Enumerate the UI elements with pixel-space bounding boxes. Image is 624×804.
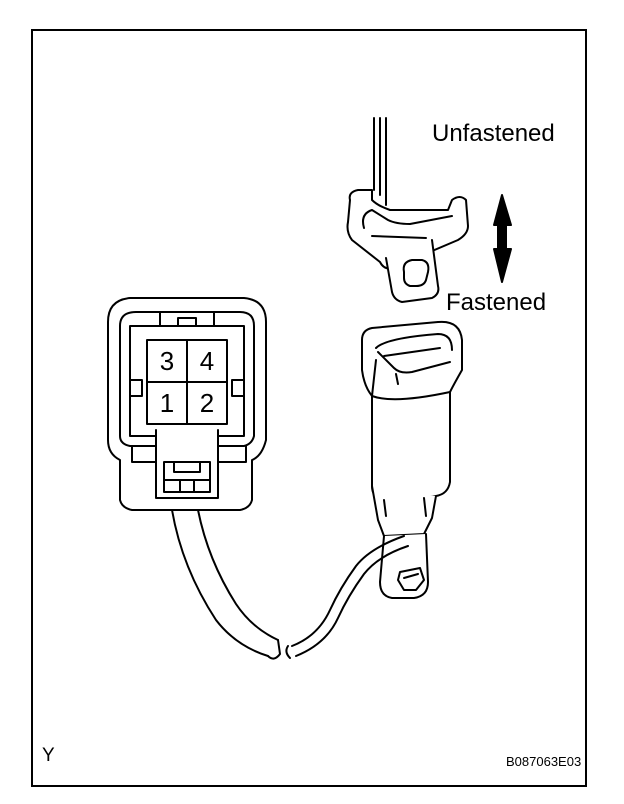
corner-label: Y: [42, 745, 55, 766]
harness-wire: [285, 535, 409, 659]
seatbelt-buckle: [361, 320, 463, 599]
connector-pin-2: 2: [199, 387, 215, 418]
connector-pin-1: 1: [159, 387, 175, 418]
connector-pin-3: 3: [159, 345, 175, 376]
unfastened-label: Unfastened: [432, 120, 555, 147]
fastened-label: Fastened: [446, 289, 547, 316]
connector-housing: [107, 297, 281, 660]
seatbelt-tongue: [346, 117, 469, 303]
connector-pin-4: 4: [199, 345, 215, 376]
direction-arrow: [493, 194, 512, 283]
figure-code: B087063E03: [506, 754, 582, 769]
